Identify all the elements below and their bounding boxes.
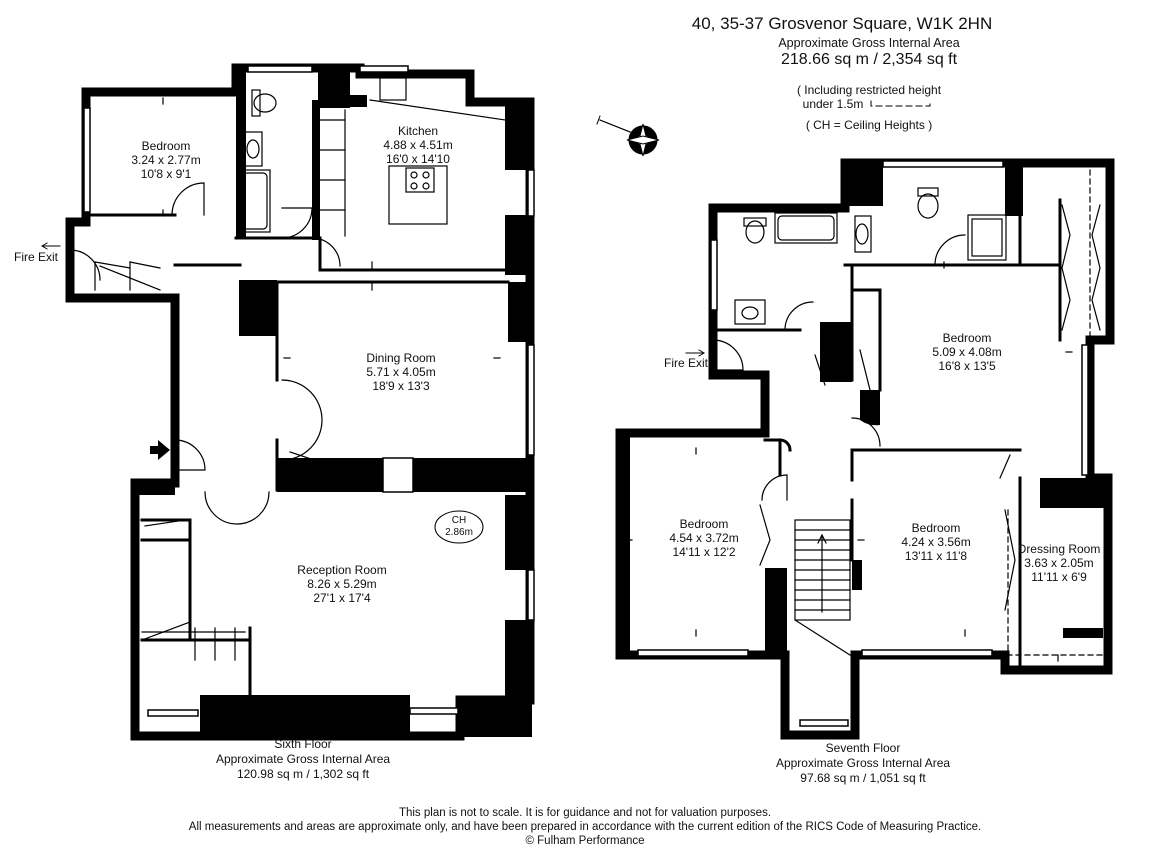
copyright: © Fulham Performance <box>525 835 645 847</box>
room-dressing-room: Dressing Room 3.63 x 2.05m 11'11 x 6'9 <box>1018 542 1101 584</box>
room-metric: 4.54 x 3.72m <box>669 531 739 545</box>
room-imperial: 16'0 x 14'10 <box>386 152 450 166</box>
property-address: 40, 35-37 Grosvenor Square, W1K 2HN <box>691 14 993 33</box>
sixth-floor-fire-exit-arrow <box>41 242 61 250</box>
room-bedroom-seventh-b: Bedroom 4.54 x 3.72m 14'11 x 12'2 <box>669 517 738 559</box>
room-metric: 3.63 x 2.05m <box>1024 556 1094 570</box>
room-imperial: 16'8 x 13'5 <box>938 359 996 373</box>
floor-area-value: 97.68 sq m / 1,051 sq ft <box>800 771 926 785</box>
room-name: Bedroom <box>942 331 992 345</box>
room-imperial: 10'8 x 9'1 <box>140 167 192 181</box>
disclaimer: This plan is not to scale. It is for gui… <box>189 806 981 848</box>
room-imperial: 13'11 x 11'8 <box>904 549 968 563</box>
compass-icon <box>596 115 660 157</box>
room-kitchen: Kitchen 4.88 x 4.51m 16'0 x 14'10 <box>383 124 452 166</box>
floor-area-value: 120.98 sq m / 1,302 sq ft <box>236 767 370 781</box>
fire-exit-seventh: Fire Exit <box>663 356 709 370</box>
room-name: Kitchen <box>397 124 439 138</box>
floor-area-label: Approximate Gross Internal Area <box>775 756 951 770</box>
room-dining-room: Dining Room 5.71 x 4.05m 18'9 x 13'3 <box>366 351 435 393</box>
sixth-floor-caption: Sixth Floor Approximate Gross Internal A… <box>216 737 390 782</box>
restricted-height-note: ( Including restricted height <box>796 83 942 97</box>
ceiling-height-note: ( CH = Ceiling Heights ) <box>805 118 933 132</box>
seventh-floor-fixtures <box>625 169 1104 662</box>
room-imperial: 18'9 x 13'3 <box>372 379 430 393</box>
seventh-floor-fire-exit-arrow <box>685 349 705 357</box>
seventh-floor-wall-blocks <box>620 160 1110 658</box>
sixth-floor-wall-blocks <box>135 68 532 737</box>
disclaimer-line-1: This plan is not to scale. It is for gui… <box>398 807 772 819</box>
seventh-floor-interior-walls <box>711 168 1062 672</box>
total-area-value: 218.66 sq m / 2,354 sq ft <box>780 51 958 68</box>
room-metric: 5.71 x 4.05m <box>366 365 436 379</box>
room-imperial: 11'11 x 6'9 <box>1031 570 1087 584</box>
room-reception-room: Reception Room 8.26 x 5.29m 27'1 x 17'4 <box>297 563 386 605</box>
room-name: Bedroom <box>141 139 191 153</box>
floor-area-label: Approximate Gross Internal Area <box>215 752 391 766</box>
total-area-label: Approximate Gross Internal Area <box>778 36 960 50</box>
room-name: Reception Room <box>297 563 387 577</box>
room-name: Bedroom <box>679 517 729 531</box>
room-name: Dressing Room <box>1017 542 1101 556</box>
room-imperial: 27'1 x 17'4 <box>313 591 371 605</box>
seventh-floor-caption: Seventh Floor Approximate Gross Internal… <box>776 741 950 786</box>
ch-label: CH <box>451 515 467 526</box>
seventh-floor-walls <box>615 158 1115 740</box>
floor-title: Seventh Floor <box>825 741 901 755</box>
room-name: Bedroom <box>911 521 961 535</box>
seventh-floor-windows <box>637 160 1089 727</box>
ceiling-height-badge: CH 2.86m <box>445 515 473 539</box>
fire-exit-sixth: Fire Exit <box>13 250 59 264</box>
restricted-height-note-line2: under 1.5m <box>802 97 864 111</box>
room-imperial: 14'11 x 12'2 <box>672 545 736 559</box>
room-name: Dining Room <box>366 351 436 365</box>
room-metric: 4.24 x 3.56m <box>901 535 971 549</box>
sixth-floor-doors <box>69 182 341 527</box>
room-bedroom-seventh-a: Bedroom 5.09 x 4.08m 16'8 x 13'5 <box>932 331 1001 373</box>
ch-value: 2.86m <box>445 527 473 538</box>
room-metric: 8.26 x 5.29m <box>307 577 377 591</box>
room-bedroom-sixth: Bedroom 3.24 x 2.77m 10'8 x 9'1 <box>131 139 200 181</box>
room-metric: 5.09 x 4.08m <box>932 345 1002 359</box>
sixth-floor-fixtures <box>94 77 506 661</box>
room-metric: 3.24 x 2.77m <box>131 153 201 167</box>
room-metric: 4.88 x 4.51m <box>383 138 453 152</box>
floor-title: Sixth Floor <box>274 737 332 751</box>
sixth-floor-windows <box>83 65 535 717</box>
room-bedroom-seventh-c: Bedroom 4.24 x 3.56m 13'11 x 11'8 <box>901 521 970 563</box>
sixth-floor-interior-walls <box>84 213 510 697</box>
disclaimer-line-2: All measurements and areas are approxima… <box>188 821 982 833</box>
restricted-height-legend-symbol <box>870 100 931 107</box>
sixth-floor-entrance-arrow <box>150 440 170 460</box>
